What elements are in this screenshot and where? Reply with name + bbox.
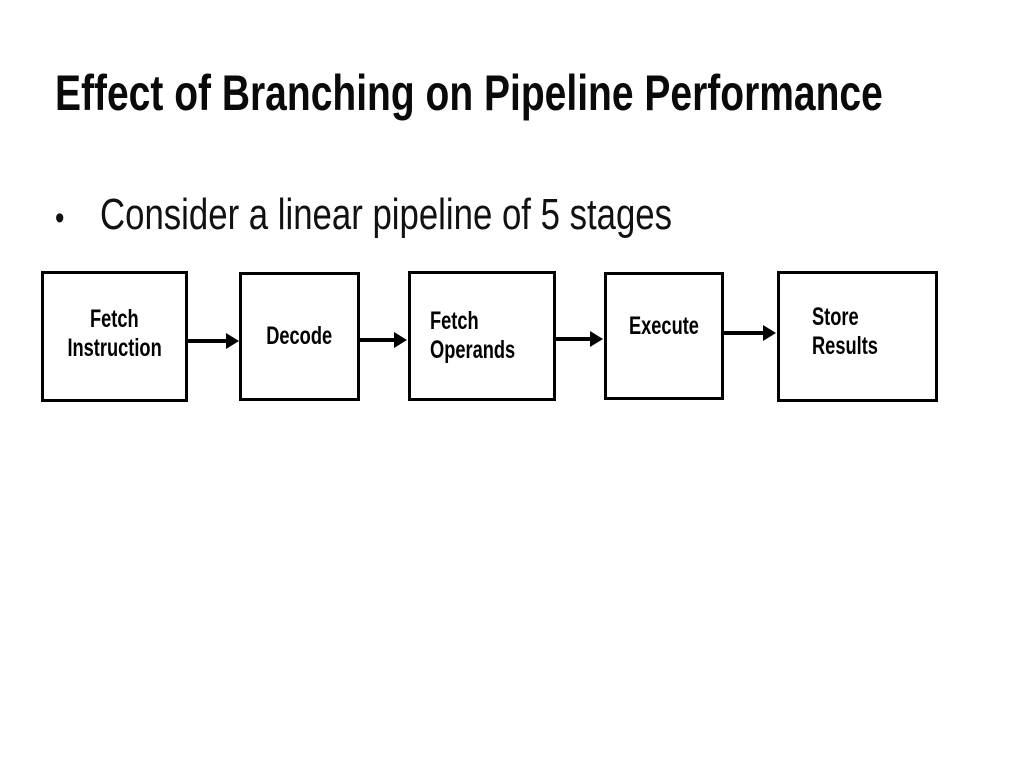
- stage-label-line: Decode: [266, 322, 333, 350]
- connector-arrow-4: [723, 325, 776, 341]
- stage-label-line: Fetch: [90, 304, 139, 333]
- stage-box-fetch-operands: Fetch Operands: [408, 271, 556, 401]
- bullet-item: • Consider a linear pipeline of 5 stages: [55, 189, 672, 244]
- stage-label-line: Instruction: [67, 333, 162, 362]
- stage-box-execute: Execute: [604, 272, 724, 400]
- stage-label-line: Results: [812, 331, 878, 360]
- connector-arrow-2: [358, 332, 407, 348]
- slide-title: Effect of Branching on Pipeline Performa…: [55, 65, 883, 121]
- bullet-dot-icon: •: [55, 199, 65, 237]
- connector-arrow-1: [186, 333, 239, 349]
- stage-label-line: Fetch: [430, 307, 479, 335]
- connector-arrow-3: [555, 331, 603, 347]
- stage-label-line: Store: [812, 302, 859, 331]
- stage-box-decode: Decode: [239, 272, 360, 401]
- stage-box-store-results: Store Results: [777, 271, 938, 402]
- stage-label-line: Execute: [628, 311, 699, 340]
- stage-box-fetch-instruction: Fetch Instruction: [41, 271, 188, 402]
- bullet-text: Consider a linear pipeline of 5 stages: [100, 190, 673, 239]
- stage-label-line: Operands: [430, 336, 516, 364]
